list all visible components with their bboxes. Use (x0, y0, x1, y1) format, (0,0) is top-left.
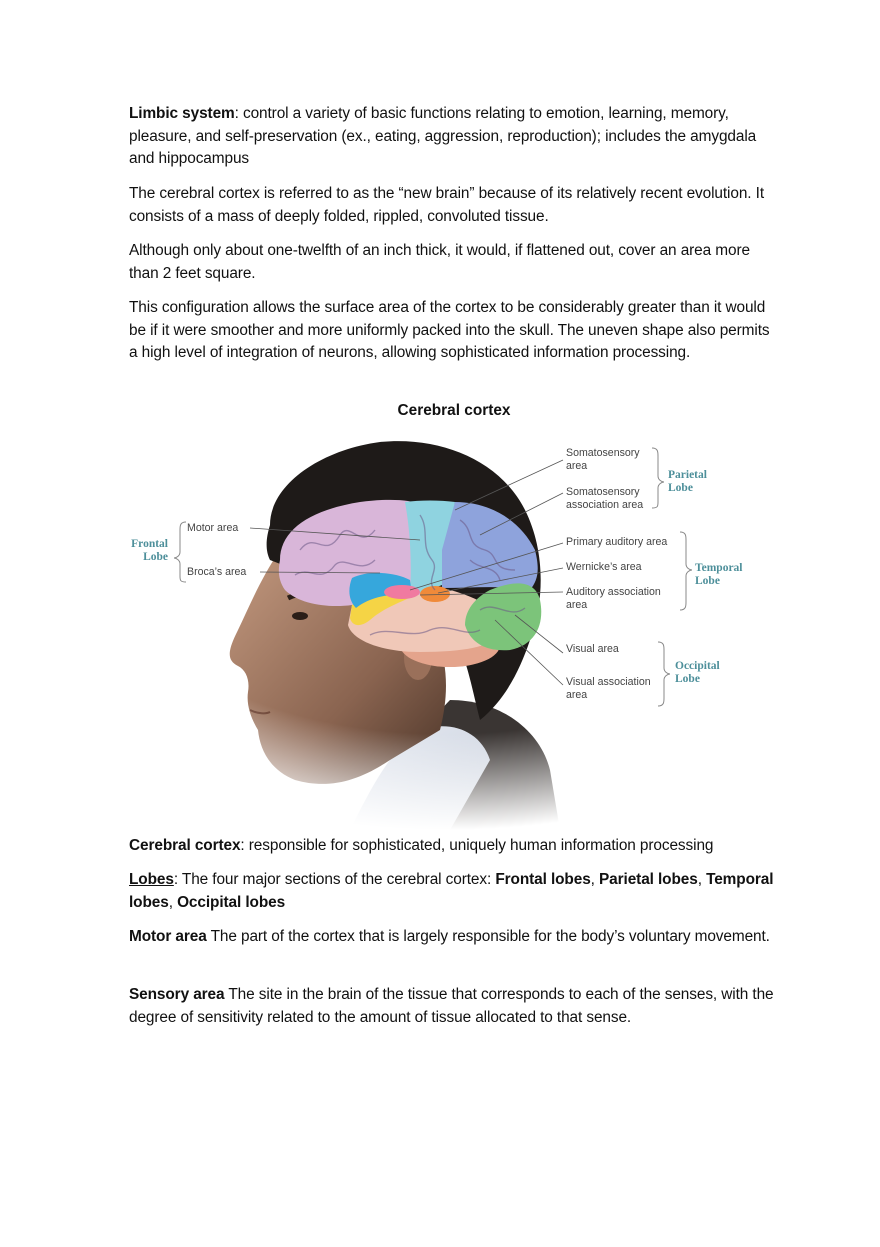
label-line: Somatosensory (566, 447, 640, 459)
definition-text: : control a variety of basic functions r… (129, 105, 757, 168)
lobe-name: Temporal (695, 562, 743, 574)
label-line: association area (566, 499, 644, 511)
occipital-lobe-label: Occipital Lobe (675, 660, 720, 686)
label-line: area (566, 460, 588, 472)
figure-caption: Cerebral cortex (397, 402, 511, 419)
label-somatosensory-area: Somatosensory area (566, 447, 640, 473)
paragraph-thickness: Although only about one-twelfth of an in… (129, 242, 750, 282)
term-motor-area: Motor area (129, 928, 207, 945)
lobe-name: Occipital (675, 660, 720, 672)
definition-cerebral-cortex: Cerebral cortex: responsible for sophist… (129, 835, 774, 858)
parietal-lobe-label: Parietal Lobe (668, 469, 707, 495)
label-visual-association-area: Visual association area (566, 676, 651, 702)
term-lobes: Lobes (129, 871, 174, 888)
temporal-lobe-label: Temporal Lobe (695, 562, 743, 588)
label-line: Visual association (566, 676, 651, 688)
definition-motor-area: Motor area The part of the cortex that i… (129, 926, 774, 949)
term-cerebral-cortex: Cerebral cortex (129, 837, 241, 854)
separator: , (590, 871, 600, 888)
lobe-item-occipital: Occipital lobes (177, 893, 286, 911)
term-limbic-system: Limbic system (129, 105, 235, 122)
label-primary-auditory-area: Primary auditory area (566, 536, 668, 548)
label-line: Auditory association (566, 586, 661, 598)
lobe-suffix: Lobe (695, 575, 720, 587)
label-wernickes-area: Wernicke’s area (566, 561, 642, 573)
lobe-suffix: Lobe (675, 673, 700, 685)
definition-text: The site in the brain of the tissue that… (129, 986, 774, 1026)
label-somatosensory-association-area: Somatosensory association area (566, 486, 643, 512)
label-line: area (566, 599, 588, 611)
lobe-item-parietal: Parietal lobes (599, 871, 698, 888)
paragraph-limbic-system: Limbic system: control a variety of basi… (129, 103, 774, 171)
definition-text: The part of the cortex that is largely r… (206, 928, 770, 945)
separator: , (168, 893, 178, 911)
label-line: area (566, 689, 588, 701)
lobe-name: Frontal (131, 538, 168, 550)
head-brain-illustration (120, 430, 770, 830)
paragraph-new-brain: The cerebral cortex is referred to as th… (129, 185, 765, 225)
term-sensory-area: Sensory area (129, 986, 225, 1003)
label-visual-area: Visual area (566, 643, 619, 655)
lobe-suffix: Lobe (668, 482, 693, 494)
paragraph-configuration: This configuration allows the surface ar… (129, 299, 770, 362)
lobe-name: Parietal (668, 469, 707, 481)
label-auditory-association-area: Auditory association area (566, 586, 661, 612)
definition-sensory-area: Sensory area The site in the brain of th… (129, 984, 774, 1029)
cerebral-cortex-figure: Frontal Lobe Motor area Broca’s area Som… (120, 430, 770, 830)
lobe-suffix: Lobe (143, 551, 168, 563)
definition-text: : responsible for sophisticated, uniquel… (240, 837, 714, 854)
lobe-item-temporal: Temporal lobes (129, 871, 774, 911)
separator: , (697, 871, 707, 888)
lobe-item-frontal: Frontal lobes (495, 871, 591, 888)
definition-lobes: Lobes: The four major sections of the ce… (129, 869, 774, 914)
label-motor-area: Motor area (187, 522, 239, 534)
frontal-lobe-label: Frontal Lobe (120, 538, 168, 564)
label-brocas-area: Broca’s area (187, 566, 247, 578)
label-line: Somatosensory (566, 486, 640, 498)
definition-text: : The four major sections of the cerebra… (173, 871, 496, 888)
